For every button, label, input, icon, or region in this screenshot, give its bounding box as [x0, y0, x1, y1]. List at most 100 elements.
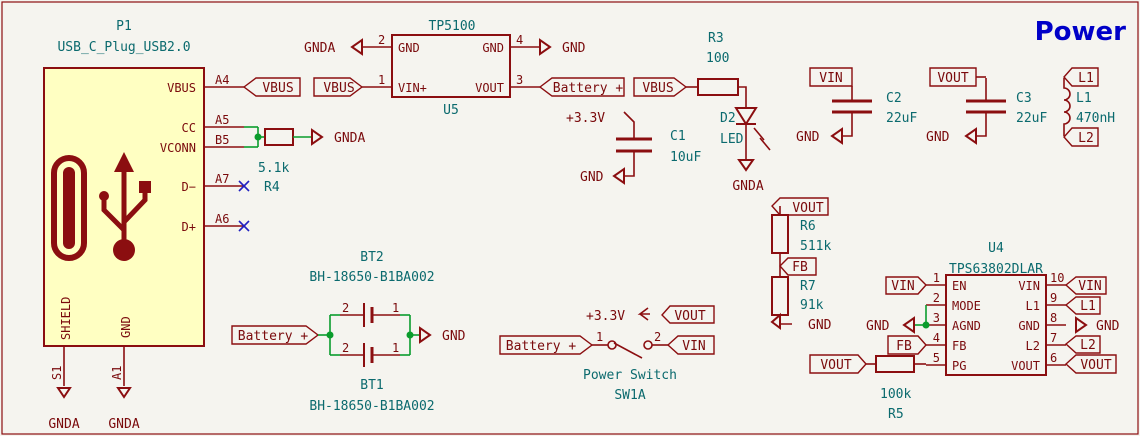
u4-ref: U4: [988, 241, 1004, 256]
fb-net-label-divider: FB: [792, 260, 808, 275]
battery-net-label-bt: Battery +: [238, 329, 309, 344]
led-d2-icon: [734, 107, 758, 126]
u4-pin-num-6: 6: [1050, 351, 1057, 365]
gnd-label-c1: GND: [580, 170, 604, 185]
bt2-pin-1: 1: [392, 301, 399, 315]
vbus-net-label-p1: VBUS: [262, 81, 293, 96]
u4-pin-right-l2: L2: [1026, 339, 1040, 353]
l1-net-label-u4-shape: [1064, 296, 1101, 315]
v33-label-c1: +3.3V: [566, 111, 605, 126]
u4-pin-right-vin: VIN: [1018, 279, 1040, 293]
l1-ref: L1: [1076, 91, 1092, 106]
gnd-symbol-c3-icon: [964, 127, 977, 145]
vbus-net-label-r3-shape: [633, 77, 688, 97]
vin-net-label-c2: VIN: [819, 71, 842, 86]
v33-label-sw: +3.3V: [586, 309, 625, 324]
vout-net-label-sw-shape: [661, 305, 715, 324]
vout-net-label-u4: VOUT: [1080, 358, 1111, 373]
r6-value: 511k: [800, 239, 831, 254]
l1-net-label-u4: L1: [1080, 299, 1096, 314]
c1-value: 10uF: [670, 150, 701, 165]
vin-net-label-u4-right: VIN: [1078, 279, 1101, 294]
battery-bt1-icon: [340, 343, 400, 367]
u4-pin-num-5: 5: [933, 351, 940, 365]
u5-body: [391, 34, 511, 98]
vout-net-label-u4-shape: [1064, 354, 1117, 374]
v33-arrow-sw: [637, 307, 650, 321]
battery-bt2-icon: [340, 303, 400, 327]
l2-net-label-u4: L2: [1080, 338, 1096, 353]
fb-net-label-divider-shape: [779, 257, 817, 276]
vout-net-label-r6: VOUT: [792, 201, 823, 216]
r7-ref: R7: [800, 279, 816, 294]
p1-pin-gnd: GND: [119, 316, 133, 338]
p1-pin-dminus: D−: [182, 180, 196, 194]
u4-pin-agnd: AGND: [952, 319, 981, 333]
vbus-net-label-u5-shape: [313, 77, 364, 97]
fb-net-label-u4-shape: [887, 335, 927, 355]
gnd-label-r7: GND: [808, 318, 832, 333]
sw1-ref: SW1A: [614, 388, 645, 403]
c2-ref: C2: [886, 91, 902, 106]
gnda-symbol-d2-icon: [737, 159, 755, 172]
l2-net-label-shape: [1063, 127, 1099, 147]
bt2-pin-2: 2: [342, 301, 349, 315]
l1-net-label-inductor: L1: [1078, 71, 1094, 86]
gnd-symbol-c2-icon: [830, 127, 843, 145]
resistor-r3: [697, 78, 739, 96]
p1-pin-vbus: VBUS: [167, 81, 196, 95]
r3-value: 100: [706, 51, 729, 66]
sw-pin-2: 2: [654, 330, 661, 344]
inductor-l1-icon: [1063, 78, 1071, 136]
resistor-r5: [875, 355, 915, 373]
sw1-name: Power Switch: [583, 368, 677, 383]
gnd-symbol-u5-right-icon: [539, 38, 552, 56]
gnda-symbol-s1-icon: [56, 387, 72, 399]
gnd-symbol-bt-icon: [419, 326, 432, 344]
u4-pin-num-2: 2: [933, 291, 940, 305]
vout-net-label-c3-shape: [929, 67, 977, 87]
gnd-label-bt: GND: [442, 329, 466, 344]
gnd-symbol-u4-agnd-icon: [902, 316, 915, 334]
charger-ic-u5: TP5100 U5 GND VIN+ GND VOUT 2 1 4 3: [362, 19, 540, 118]
u5-pin-3: 3: [516, 73, 523, 87]
u5-title: TP5100: [429, 19, 476, 34]
gnda-label-r4: GNDA: [334, 131, 365, 146]
l2-net-label-u4-shape: [1064, 335, 1101, 354]
p1-pin-s1: S1: [50, 366, 64, 380]
p1-pin-a6: A6: [215, 212, 229, 226]
c1-ref: C1: [670, 129, 686, 144]
u4-pin-num-4: 4: [933, 331, 940, 345]
resistor-r7: [771, 276, 789, 316]
vout-net-label-r6-shape: [771, 197, 829, 216]
c2-value: 22uF: [886, 111, 917, 126]
r6-ref: R6: [800, 219, 816, 234]
u4-pin-num-10: 10: [1050, 271, 1064, 285]
vin-net-label-sw: VIN: [682, 339, 705, 354]
l2-net-label-inductor: L2: [1078, 131, 1094, 146]
sheet-title: Power: [1035, 17, 1127, 47]
r3-ref: R3: [708, 31, 724, 46]
u5-pin-vin: VIN+: [398, 81, 427, 95]
gnda-label-a1: GNDA: [108, 417, 139, 432]
l1-value: 470nH: [1076, 111, 1115, 126]
bt1-value: BH-18650-B1BA002: [309, 399, 434, 414]
resistor-r4: [264, 128, 294, 146]
sw-pin-1: 1: [596, 330, 603, 344]
p1-pin-a4: A4: [215, 73, 229, 87]
p1-pin-a5: A5: [215, 113, 229, 127]
vin-net-label-u4-en-shape: [885, 276, 927, 295]
bt1-pin-1: 1: [392, 341, 399, 355]
u4-pin-right-l1: L1: [1026, 299, 1040, 313]
u5-ref: U5: [443, 103, 459, 118]
vbus-net-label-shape: [242, 77, 301, 97]
u4-pin-num-7: 7: [1050, 331, 1057, 345]
p1-pin-cc: CC: [182, 121, 196, 135]
battery-net-label-sw: Battery +: [506, 339, 577, 354]
p1-ref: P1: [116, 19, 132, 34]
gnd-label-c2: GND: [796, 130, 820, 145]
gnda-label-s1: GNDA: [48, 417, 79, 432]
gnd-label-u5: GND: [562, 41, 586, 56]
